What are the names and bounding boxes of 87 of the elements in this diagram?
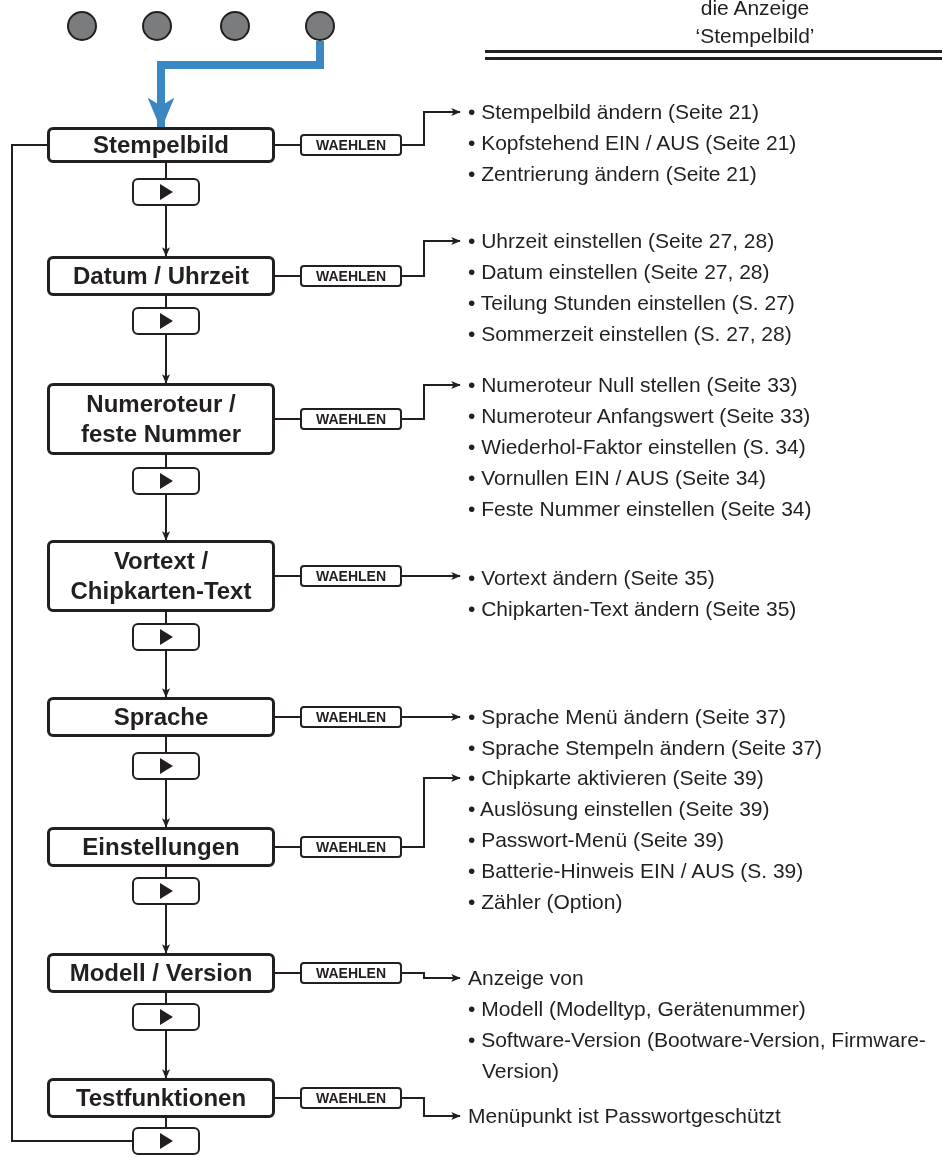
option-text: • Datum einstellen (Seite 27, 28) [468, 259, 771, 285]
option-text: • Sommerzeit einstellen (S. 27, 28) [468, 321, 793, 347]
connector-line [165, 162, 167, 179]
select-key: WAEHLEN [300, 1087, 402, 1109]
arrow [401, 237, 461, 277]
round-key [305, 11, 335, 41]
option-text: • Passwort-Menü (Seite 39) [468, 827, 725, 853]
connector-line [11, 144, 133, 1142]
select-key: WAEHLEN [300, 836, 402, 858]
option-text: • Uhrzeit einstellen (Seite 27, 28) [468, 228, 776, 254]
arrow [401, 972, 461, 982]
next-key [132, 467, 200, 495]
next-key [132, 877, 200, 905]
arrow [162, 650, 170, 698]
arrow [401, 572, 461, 580]
option-text: • Zähler (Option) [468, 889, 624, 915]
option-text: • Chipkarten-Text ändern (Seite 35) [468, 596, 798, 622]
arrow [401, 381, 461, 420]
select-key: WAEHLEN [300, 134, 402, 156]
option-text: • Sprache Stempeln ändern (Seite 37) [468, 735, 824, 761]
option-text: • Chipkarte aktivieren (Seite 39) [468, 765, 765, 791]
round-key [220, 11, 250, 41]
option-text: • Zentrierung ändern (Seite 21) [468, 161, 758, 187]
connector-line [165, 1117, 167, 1128]
next-key [132, 752, 200, 780]
menu-box: Vortext / Chipkarten-Text [47, 540, 275, 612]
round-key [67, 11, 97, 41]
arrow [401, 1097, 461, 1120]
option-text: • Vortext ändern (Seite 35) [468, 565, 716, 591]
option-text: • Batterie-Hinweis EIN / AUS (S. 39) [468, 858, 805, 884]
menu-box: Datum / Uhrzeit [47, 256, 275, 296]
option-text: • Teilung Stunden einstellen (S. 27) [468, 290, 796, 316]
option-text: Anzeige von [468, 965, 585, 991]
menu-box: Numeroteur / feste Nummer [47, 383, 275, 455]
note-text: die Anzeige [700, 0, 810, 21]
connector-line [274, 1097, 301, 1099]
arrow [401, 713, 461, 721]
connector-line [165, 295, 167, 308]
arrow [162, 779, 170, 828]
option-text: • Software-Version (Bootware-Version, Firmware-Version) [468, 1027, 927, 1084]
menu-box: Testfunktionen [47, 1078, 275, 1118]
menu-box: Modell / Version [47, 953, 275, 993]
select-key: WAEHLEN [300, 565, 402, 587]
arrow [162, 334, 170, 384]
menu-box: Sprache [47, 697, 275, 737]
arrow [401, 774, 461, 848]
option-text: • Sprache Menü ändern (Seite 37) [468, 704, 787, 730]
next-key [132, 307, 200, 335]
next-key [132, 623, 200, 651]
arrow [162, 205, 170, 257]
option-text: • Stempelbild ändern (Seite 21) [468, 99, 761, 125]
connector-line [165, 611, 167, 624]
arrow [401, 108, 461, 146]
next-key [132, 1127, 200, 1155]
select-key: WAEHLEN [300, 408, 402, 430]
option-text: • Feste Nummer einstellen (Seite 34) [468, 496, 813, 522]
next-key [132, 1003, 200, 1031]
connector-line [165, 866, 167, 878]
menu-box: Stempelbild [47, 127, 275, 163]
option-text: • Numeroteur Null stellen (Seite 33) [468, 372, 799, 398]
option-text: • Numeroteur Anfangswert (Seite 33) [468, 403, 812, 429]
round-key [142, 11, 172, 41]
option-text: • Kopfstehend EIN / AUS (Seite 21) [468, 130, 798, 156]
connector-line [165, 736, 167, 753]
note-text: ‘Stempelbild’ [695, 23, 815, 49]
arrow [162, 904, 170, 954]
connector-line [274, 716, 301, 718]
arrow [162, 1030, 170, 1079]
option-text: • Auslösung einstellen (Seite 39) [468, 796, 771, 822]
select-key: WAEHLEN [300, 706, 402, 728]
connector-line [274, 275, 301, 277]
option-text: • Wiederhol-Faktor einstellen (S. 34) [468, 434, 807, 460]
menu-box: Einstellungen [47, 827, 275, 867]
select-key: WAEHLEN [300, 962, 402, 984]
option-text: Menüpunkt ist Passwortgeschützt [468, 1103, 782, 1129]
arrow [162, 494, 170, 541]
connector-line [274, 972, 301, 974]
option-text: • Modell (Modelltyp, Gerätenummer) [468, 996, 807, 1022]
connector-line [274, 144, 301, 146]
select-key: WAEHLEN [300, 265, 402, 287]
next-key [132, 178, 200, 206]
connector-line [274, 418, 301, 420]
connector-line [165, 454, 167, 468]
connector-line [165, 992, 167, 1004]
connector-line [274, 575, 301, 577]
option-text: • Vornullen EIN / AUS (Seite 34) [468, 465, 767, 491]
connector-line [274, 846, 301, 848]
